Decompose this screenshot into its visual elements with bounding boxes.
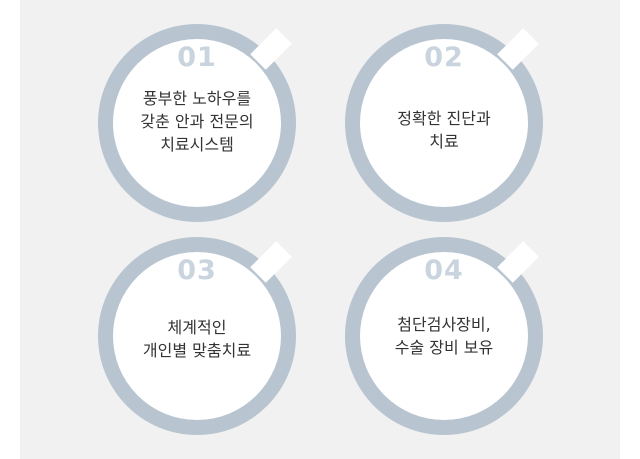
feature-number: 03 xyxy=(177,255,217,286)
feature-text-line: 갖춘 안과 전문의 xyxy=(140,112,254,131)
feature-text: 풍부한 노하우를 갖춘 안과 전문의 치료시스템 xyxy=(122,87,272,156)
feature-text-line: 치료시스템 xyxy=(160,135,234,154)
feature-text-line: 개인별 맞춤치료 xyxy=(142,341,252,360)
progress-ring-icon xyxy=(345,24,543,222)
feature-item-2: 02 정확한 진단과 치료 xyxy=(345,24,543,222)
progress-ring-icon xyxy=(98,237,296,435)
feature-number: 04 xyxy=(424,255,464,286)
feature-text-line: 수술 장비 보유 xyxy=(394,338,494,357)
features-panel: 01 풍부한 노하우를 갖춘 안과 전문의 치료시스템 02 정확한 진단과 치… xyxy=(20,0,620,459)
feature-text: 정확한 진단과 치료 xyxy=(369,107,519,153)
feature-text-line: 치료 xyxy=(429,132,459,151)
progress-ring-icon xyxy=(345,237,543,435)
feature-text-line: 체계적인 xyxy=(167,318,227,337)
feature-text: 첨단검사장비, 수술 장비 보유 xyxy=(369,313,519,359)
feature-text: 체계적인 개인별 맞춤치료 xyxy=(122,316,272,362)
feature-item-3: 03 체계적인 개인별 맞춤치료 xyxy=(98,237,296,435)
progress-ring-icon xyxy=(98,24,296,222)
feature-text-line: 정확한 진단과 xyxy=(397,109,491,128)
feature-item-1: 01 풍부한 노하우를 갖춘 안과 전문의 치료시스템 xyxy=(98,24,296,222)
feature-text-line: 풍부한 노하우를 xyxy=(142,89,252,108)
feature-number: 02 xyxy=(424,42,464,73)
feature-text-line: 첨단검사장비, xyxy=(397,315,491,334)
feature-item-4: 04 첨단검사장비, 수술 장비 보유 xyxy=(345,237,543,435)
feature-number: 01 xyxy=(177,42,217,73)
